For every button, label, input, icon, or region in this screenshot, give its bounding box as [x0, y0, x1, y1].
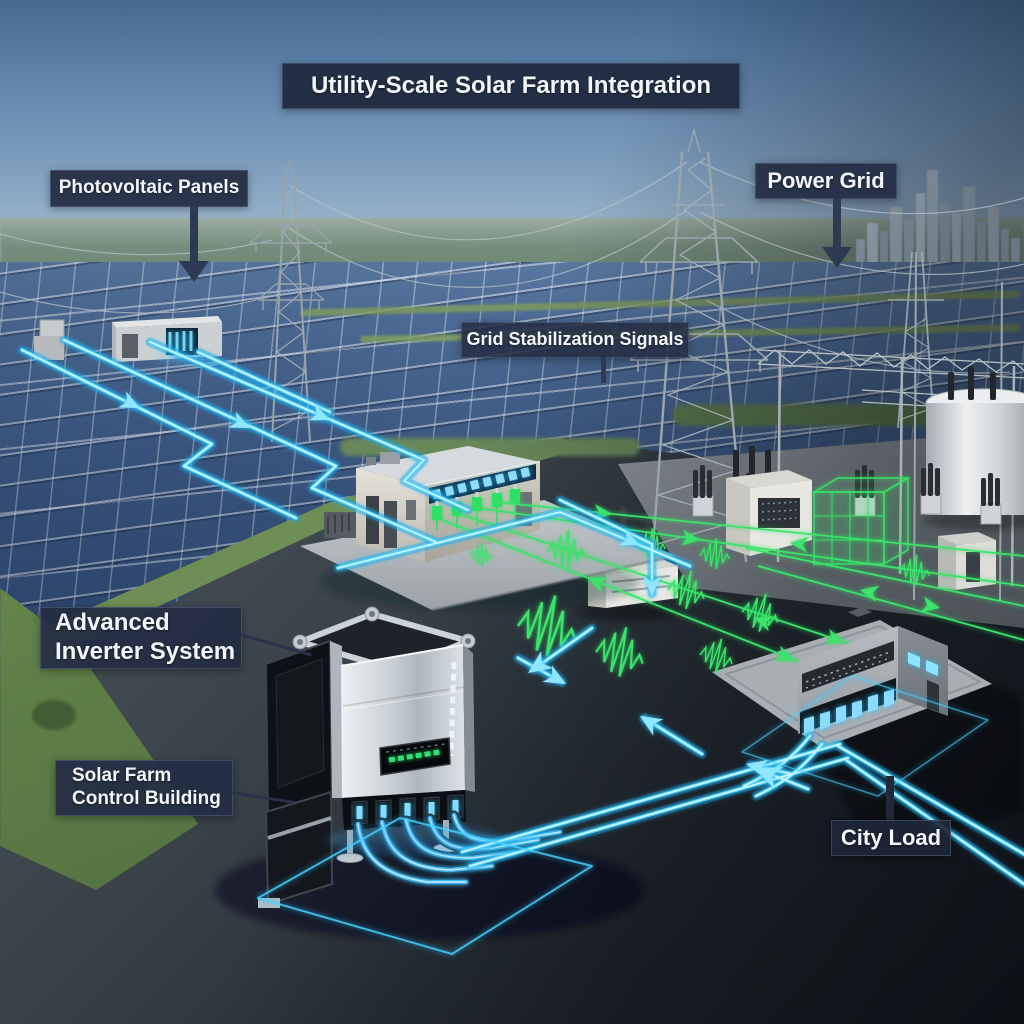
substation [692, 251, 1024, 601]
title-text: Utility-Scale Solar Farm Integration [310, 71, 712, 99]
title-banner: Utility-Scale Solar Farm Integration [282, 63, 740, 109]
photovoltaic-panels-pointer [190, 206, 198, 262]
power-lines [0, 161, 1024, 374]
substation-building [726, 446, 812, 556]
photovoltaic-panels-arrowhead [179, 261, 209, 282]
label-advanced-inverter-system: Advanced Inverter System [40, 607, 242, 669]
city-load-building [798, 607, 948, 735]
label-power-grid: Power Grid [755, 163, 897, 199]
grid-signals-pointer [601, 357, 606, 383]
label-photovoltaic-panels: Photovoltaic Panels [50, 170, 248, 207]
city-load-pointer [886, 776, 894, 821]
label-city-load: City Load [831, 820, 951, 856]
label-grid-stabilization-signals: Grid Stabilization Signals [461, 322, 689, 358]
green-wireframe-box [811, 476, 911, 566]
power-grid-arrowhead [822, 247, 852, 268]
energy-flow-beams [22, 340, 1024, 955]
advanced-inverter [215, 606, 645, 940]
power-grid-pointer [833, 198, 841, 248]
label-solar-farm-control-building: Solar Farm Control Building [55, 760, 233, 816]
